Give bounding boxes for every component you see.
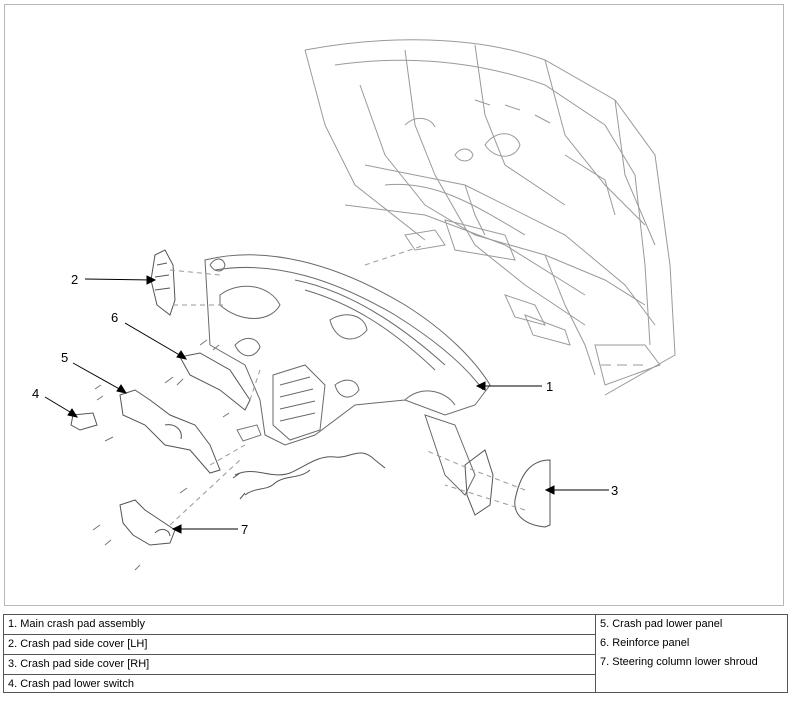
- callout-6: 6: [111, 310, 119, 325]
- side-cover-rh: [464, 449, 551, 528]
- reinforce-panel: [179, 352, 251, 411]
- callout-5: 5: [61, 350, 69, 365]
- legend-item-4: 4. Crash pad lower switch: [8, 678, 134, 690]
- main-crash-pad: [204, 254, 491, 496]
- legend-item-3: 3. Crash pad side cover [RH]: [4, 655, 595, 675]
- legend-item-6: 6. Reinforce panel: [600, 637, 690, 649]
- lower-panel: [119, 389, 221, 474]
- callout-3: 3: [611, 483, 619, 498]
- fasteners: [92, 339, 262, 571]
- legend-column-left: 1. Main crash pad assembly 2. Crash pad …: [4, 615, 596, 692]
- figure-frame: 2 6 5 4 1 3 7: [4, 4, 784, 606]
- side-cover-lh: [150, 249, 176, 316]
- lower-switch: [70, 412, 98, 431]
- callout-1: 1: [546, 379, 554, 394]
- alignment-lines: [169, 244, 526, 526]
- callout-7: 7: [241, 522, 249, 537]
- callout-4: 4: [32, 386, 40, 401]
- car-body-shell: [304, 39, 676, 396]
- leader-lines: [44, 275, 609, 534]
- legend-column-right: 5. Crash pad lower panel 6. Reinforce pa…: [596, 615, 787, 692]
- steering-shroud: [119, 499, 176, 546]
- legend-item-2: 2. Crash pad side cover [LH]: [4, 635, 595, 655]
- parts-legend-table: 1. Main crash pad assembly 2. Crash pad …: [3, 614, 788, 693]
- wiring-harness: [232, 452, 386, 500]
- exploded-diagram: [44, 39, 676, 571]
- legend-item-1: 1. Main crash pad assembly: [4, 615, 595, 635]
- legend-item-5: 5. Crash pad lower panel: [600, 618, 723, 630]
- callout-2: 2: [71, 272, 79, 287]
- legend-item-7: 7. Steering column lower shroud: [600, 656, 758, 668]
